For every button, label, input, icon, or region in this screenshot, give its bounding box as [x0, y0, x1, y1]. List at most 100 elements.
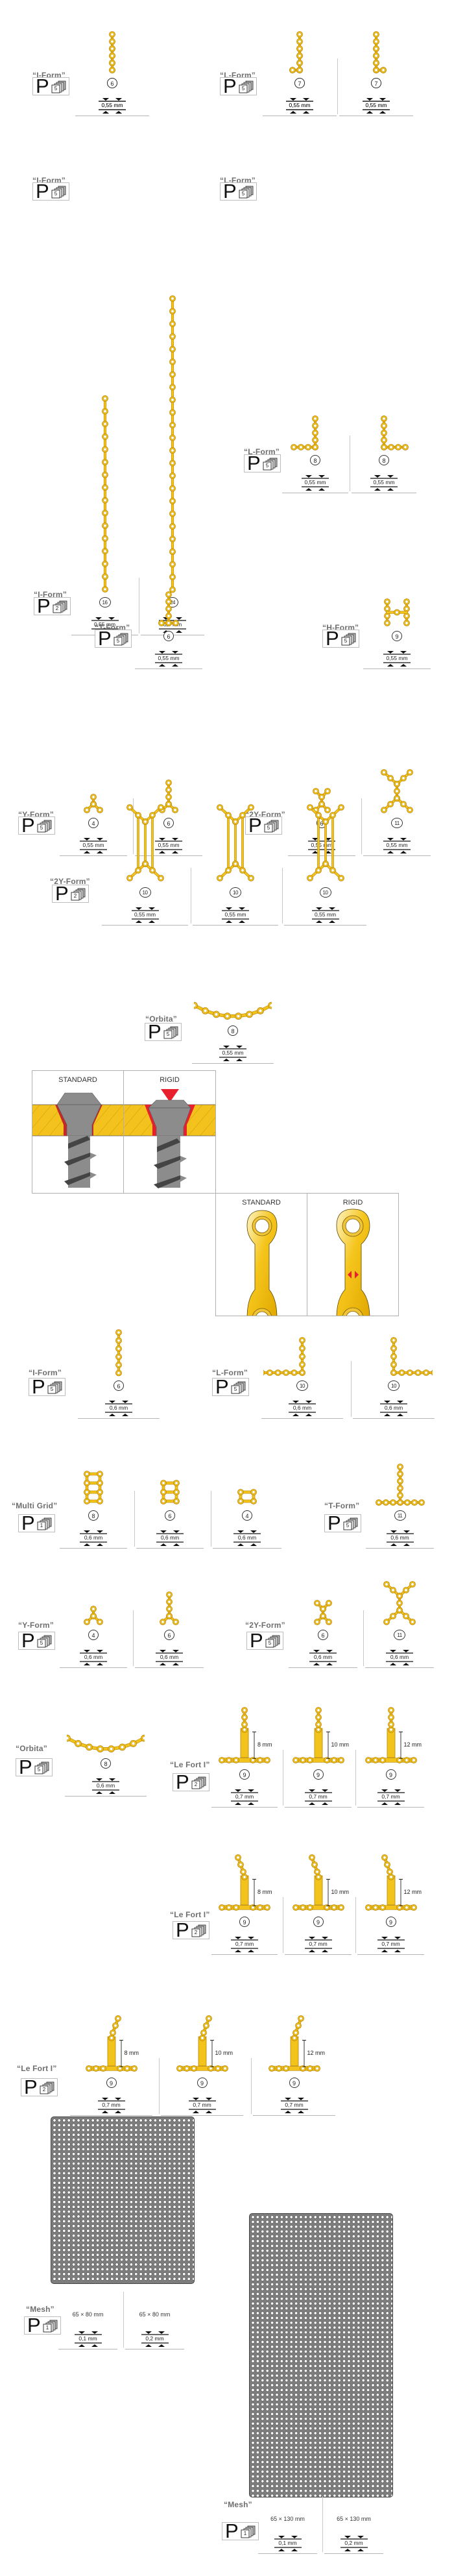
- offset-dimension-line: [326, 1878, 330, 1906]
- package-stack-icon: [239, 80, 254, 93]
- package-letter: P: [223, 75, 237, 97]
- column-divider: [363, 1610, 364, 1666]
- package-count: 2: [194, 1782, 198, 1787]
- thickness-indicator: 0,55 mm: [368, 474, 400, 491]
- thickness-value: 0,55 mm: [311, 842, 333, 848]
- package-count: 2: [73, 893, 77, 899]
- plate-illustration: [115, 1329, 122, 1376]
- thickness-indicator: 0,6 mm: [77, 1649, 110, 1666]
- column-divider: [251, 2058, 252, 2114]
- thickness-indicator: 0,55 mm: [360, 97, 392, 114]
- thickness-value: 0,7 mm: [235, 1941, 254, 1947]
- package-stack-icon: [191, 1776, 206, 1789]
- offset-value: 12 mm: [403, 1741, 422, 1748]
- package-count: 5: [241, 86, 245, 92]
- group-title: “Le Fort I”: [170, 1910, 210, 1919]
- plate-illustration: [84, 1606, 103, 1625]
- hole-count-badge: 6: [107, 78, 117, 88]
- thickness-value: 0,55 mm: [224, 911, 246, 918]
- hole-count-badge: 11: [394, 1510, 406, 1521]
- thickness-value: 0,55 mm: [314, 911, 337, 918]
- package-count: 2: [42, 2087, 46, 2092]
- plate-illustration: [101, 395, 108, 593]
- thickness-value: 0,6 mm: [293, 1405, 312, 1411]
- plate-illustration: [292, 1707, 344, 1763]
- thickness-indicator: 0,1 mm: [272, 2535, 304, 2552]
- hole-count-badge: 9: [197, 2078, 208, 2088]
- hole-count-badge: 6: [318, 1630, 328, 1640]
- plate-illustration: [268, 2015, 320, 2072]
- package-count: 5: [50, 1386, 54, 1392]
- row-divider: [192, 1063, 274, 1064]
- thickness-indicator: 0,7 mm: [186, 2097, 219, 2114]
- thickness-value: 0,55 mm: [289, 102, 311, 108]
- thickness-indicator: 0,7 mm: [375, 1936, 407, 1953]
- package-stack-icon: [241, 2525, 256, 2538]
- row-divider: [324, 2553, 383, 2554]
- package-count: 5: [40, 1640, 43, 1646]
- package-count: 1: [243, 2531, 247, 2536]
- plate-illustration: [84, 1471, 103, 1504]
- package-stack-icon: [71, 888, 86, 901]
- package-count: 1: [45, 2325, 49, 2331]
- row-divider: [65, 1796, 147, 1797]
- hole-count-badge: 9: [385, 1917, 396, 1927]
- plate-illustration: [373, 31, 387, 73]
- column-divider: [351, 1361, 352, 1417]
- group-title: “T-Form”: [324, 1501, 360, 1510]
- row-divider: [135, 855, 202, 856]
- plate-illustration: [194, 1001, 272, 1020]
- row-divider: [253, 2115, 335, 2116]
- thickness-value: 0,7 mm: [381, 1793, 400, 1800]
- plate-illustration: [126, 804, 164, 881]
- group-title: “L-Form”: [212, 1368, 248, 1377]
- package-letter: P: [19, 1756, 32, 1778]
- package-quantity-badge: P 5: [32, 180, 69, 202]
- thickness-value: 0,55 mm: [158, 655, 180, 661]
- group-title: “I-Form”: [29, 1368, 62, 1377]
- thickness-value: 0,7 mm: [309, 1941, 328, 1947]
- row-divider: [211, 1954, 278, 1955]
- row-divider: [78, 1418, 160, 1419]
- package-count: 5: [40, 825, 43, 831]
- package-count: 5: [267, 825, 270, 831]
- offset-dimension-line: [252, 1731, 256, 1759]
- row-divider: [193, 925, 278, 926]
- group-title: “Multi Grid”: [12, 1501, 58, 1510]
- plate-illustration: [160, 1480, 180, 1504]
- thickness-indicator: 0,55 mm: [77, 837, 110, 854]
- rigid-plate-illustration: [336, 1208, 370, 1316]
- row-divider: [70, 2115, 152, 2116]
- thickness-value: 0,6 mm: [237, 1534, 257, 1541]
- plate-illustration: [381, 769, 413, 813]
- screw-head: [56, 1092, 102, 1136]
- offset-value: 8 mm: [257, 1888, 272, 1895]
- thickness-indicator: 0,2 mm: [338, 2535, 370, 2552]
- offset-value: 10 mm: [331, 1888, 350, 1895]
- package-count: 5: [344, 638, 348, 644]
- package-letter: P: [27, 2314, 41, 2337]
- plate-illustration: [306, 804, 344, 881]
- row-divider: [161, 2115, 243, 2116]
- package-stack-icon: [163, 1026, 178, 1039]
- thickness-value: 0,55 mm: [101, 102, 123, 108]
- thickness-value: 0,55 mm: [82, 842, 104, 848]
- package-letter: P: [55, 882, 69, 905]
- hole-count-badge: 9: [392, 631, 402, 641]
- column-divider: [133, 1610, 134, 1666]
- hole-count-badge: 10: [139, 887, 151, 898]
- thickness-value: 0,6 mm: [160, 1654, 179, 1660]
- package-quantity-badge: P 5: [29, 1376, 66, 1398]
- package-letter: P: [21, 814, 35, 837]
- hole-count-badge: 8: [88, 1510, 99, 1521]
- screw-diagram-rigid: RIGID: [123, 1070, 216, 1194]
- package-count: 5: [346, 1523, 350, 1528]
- thickness-value: 0,55 mm: [365, 102, 387, 108]
- hole-count-badge: 11: [391, 818, 403, 828]
- package-letter: P: [176, 1919, 189, 1941]
- package-stack-icon: [263, 458, 278, 471]
- hole-count-badge: 9: [289, 2078, 300, 2088]
- thickness-indicator: 0,6 mm: [153, 1649, 185, 1666]
- thickness-indicator: 0,6 mm: [377, 1400, 410, 1417]
- package-letter: P: [247, 452, 261, 474]
